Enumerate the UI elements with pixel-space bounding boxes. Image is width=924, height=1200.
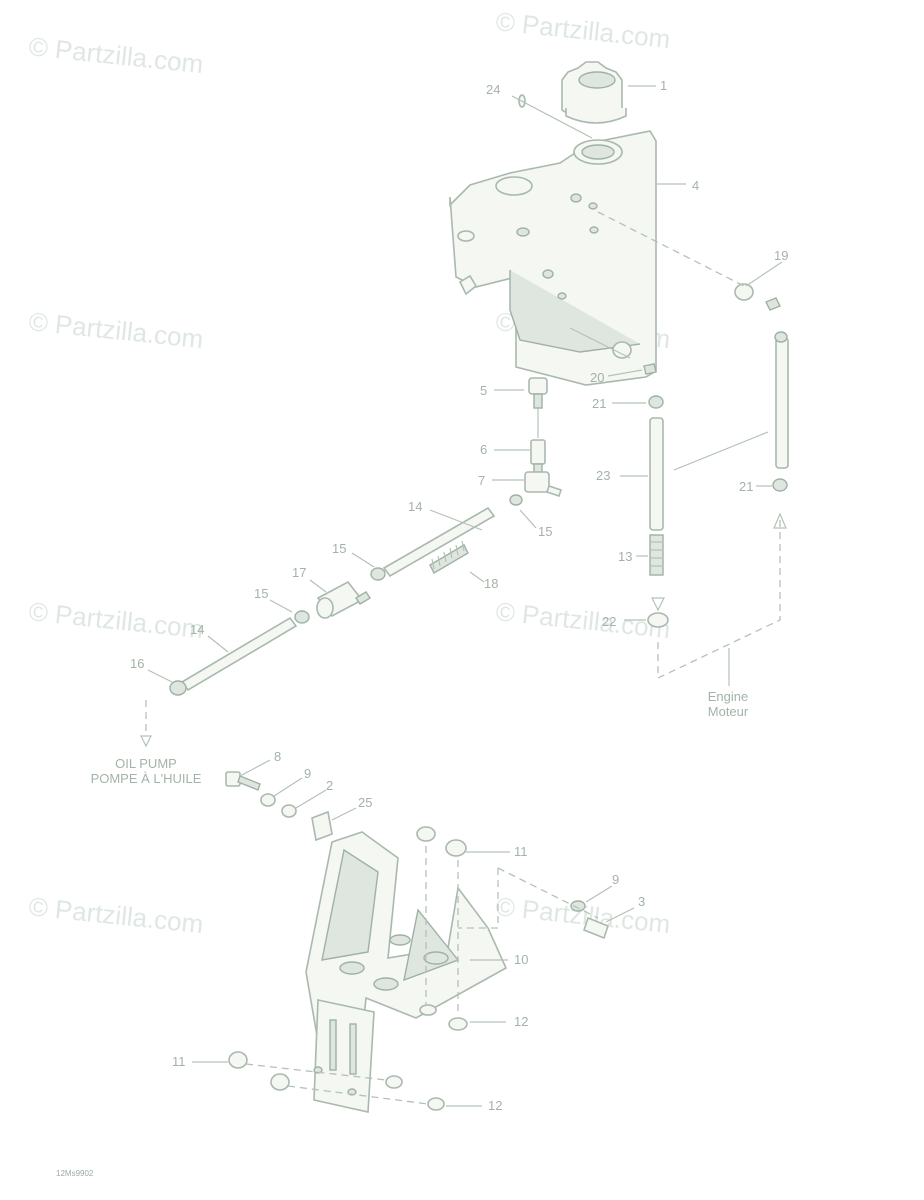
engine-label-en: Engine xyxy=(708,689,748,704)
callout-8: 8 xyxy=(274,749,281,764)
washer-9-left xyxy=(260,793,276,807)
washer-2 xyxy=(281,804,297,818)
oil-tank xyxy=(449,130,657,386)
clamp-21-right xyxy=(772,478,788,492)
callout-15-middle: 15 xyxy=(332,541,346,556)
callout-25: 25 xyxy=(358,795,372,810)
mounting-bracket-10 xyxy=(305,831,508,1113)
inline-filter xyxy=(530,439,546,473)
oil-pump-label-en: OIL PUMP xyxy=(115,756,177,771)
callout-17: 17 xyxy=(292,565,306,580)
callout-9-left: 9 xyxy=(304,766,311,781)
callout-21-left: 21 xyxy=(592,396,606,411)
banjo-fitting xyxy=(509,471,563,506)
watermark-1: © Partzilla.com xyxy=(27,31,204,79)
callout-7: 7 xyxy=(478,473,485,488)
hose-spring-18 xyxy=(429,540,469,574)
nut-11-lower xyxy=(228,1051,290,1091)
washer-12-right xyxy=(419,1004,468,1031)
vent-fitting-19 xyxy=(734,283,781,311)
watermarks: © Partzilla.com © Partzilla.com © Partzi… xyxy=(27,6,671,939)
callout-4: 4 xyxy=(692,178,699,193)
callout-3: 3 xyxy=(638,894,645,909)
spring-13 xyxy=(649,534,664,576)
oil-pump-fitting-16 xyxy=(169,680,187,696)
callout-22: 22 xyxy=(602,614,616,629)
watermark-2: © Partzilla.com xyxy=(494,6,671,54)
clamp-21-left xyxy=(648,395,664,409)
clip-25 xyxy=(311,810,333,842)
callout-13: 13 xyxy=(618,549,632,564)
callout-18: 18 xyxy=(484,576,498,591)
tank-outlet-fitting xyxy=(528,377,548,438)
callout-12-right: 12 xyxy=(514,1014,528,1029)
hose-23 xyxy=(649,417,664,531)
oil-tank-cap xyxy=(561,61,627,124)
callout-15-left: 15 xyxy=(254,586,268,601)
callout-11-lower: 11 xyxy=(172,1054,186,1069)
oil-filter-17 xyxy=(316,580,371,619)
bracket-dashes xyxy=(245,846,599,1105)
watermark-7: © Partzilla.com xyxy=(27,891,204,939)
watermark-5: © Partzilla.com xyxy=(27,596,204,644)
routing-notes: Engine Moteur OIL PUMP POMPE À L'HUILE xyxy=(91,689,749,786)
callout-12-lower: 12 xyxy=(488,1098,502,1113)
callout-20: 20 xyxy=(590,370,604,385)
callout-15-right: 15 xyxy=(538,524,552,539)
callout-14-lower: 14 xyxy=(190,622,204,637)
engine-routing-lines xyxy=(140,211,787,748)
leader-lines xyxy=(147,85,783,1107)
callout-19: 19 xyxy=(774,248,788,263)
watermark-3: © Partzilla.com xyxy=(27,306,204,354)
callout-23: 23 xyxy=(596,468,610,483)
engine-label-fr: Moteur xyxy=(708,704,749,719)
nut-11-upper xyxy=(416,826,467,857)
callout-11-upper: 11 xyxy=(514,844,528,859)
bolt-3 xyxy=(570,900,609,940)
hose-clamp-15-lower xyxy=(294,610,310,624)
callout-5: 5 xyxy=(480,383,487,398)
hose-right xyxy=(774,331,789,469)
oil-hose-upper xyxy=(382,506,496,578)
callout-2: 2 xyxy=(326,778,333,793)
clip-22 xyxy=(647,612,669,628)
oil-pump-label-fr: POMPE À L'HUILE xyxy=(91,771,202,786)
callout-10: 10 xyxy=(514,952,528,967)
drawing-code: 12Ms9902 xyxy=(56,1169,94,1178)
callout-labels: 1 24 4 19 20 21 23 13 22 21 5 6 7 14 15 … xyxy=(130,78,788,1113)
callout-24: 24 xyxy=(486,82,500,97)
callout-16: 16 xyxy=(130,656,144,671)
callout-6: 6 xyxy=(480,442,487,457)
callout-1: 1 xyxy=(660,78,667,93)
callout-21-right: 21 xyxy=(739,479,753,494)
hose-clamp-15-upper xyxy=(370,567,386,581)
callout-14-upper: 14 xyxy=(408,499,422,514)
washer-12-lower xyxy=(385,1075,445,1111)
callout-9-right: 9 xyxy=(612,872,619,887)
bolt-8 xyxy=(225,771,261,791)
